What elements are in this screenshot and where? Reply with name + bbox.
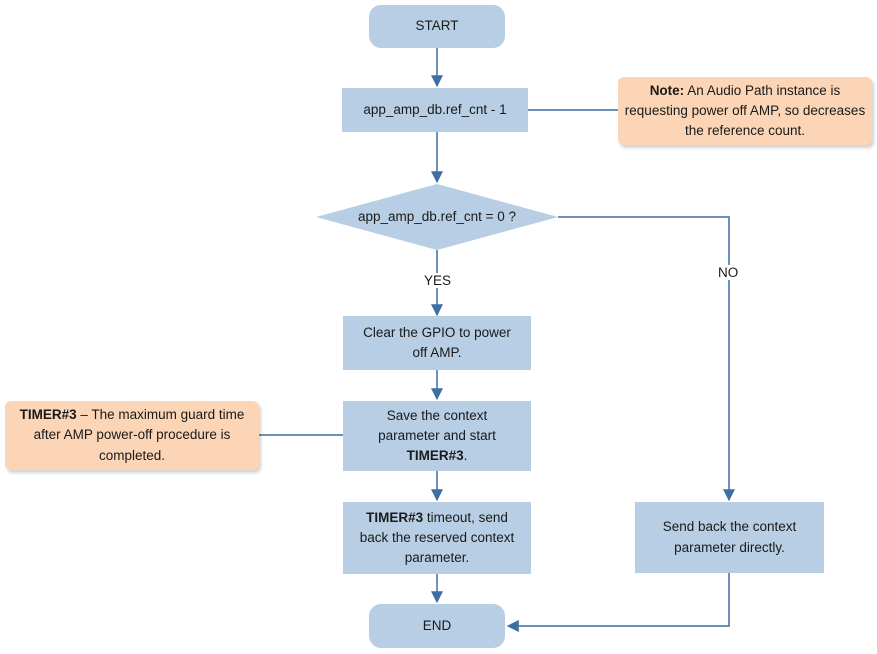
- note-reference-count-bold: Note:: [649, 82, 685, 98]
- note-reference-count-body: An Audio Path instance is requesting pow…: [624, 82, 866, 139]
- note-reference-count-text: Note: An Audio Path instance is requesti…: [624, 81, 866, 142]
- start-label: START: [415, 18, 459, 34]
- no-label: NO: [716, 265, 741, 280]
- save-context-body: Save the context parameter and start: [378, 407, 496, 443]
- yes-label: YES: [422, 273, 454, 288]
- decision-diamond: [316, 184, 558, 250]
- note-timer3-body: – The maximum guard time after AMP power…: [33, 407, 245, 463]
- edge-sendback-to-end: [506, 573, 730, 632]
- start-terminal: START: [369, 5, 505, 48]
- save-context-timer: TIMER#3: [406, 448, 464, 464]
- note-reference-count: Note: An Audio Path instance is requesti…: [618, 77, 872, 145]
- note-timer3-bold: TIMER#3: [19, 407, 77, 423]
- send-back-process: Send back the context parameter directly…: [635, 502, 824, 573]
- timeout-process: TIMER#3 timeout, send back the reserved …: [343, 502, 531, 574]
- edge-decision-no: [558, 216, 735, 502]
- note-timer3-text: TIMER#3 – The maximum guard time after A…: [11, 405, 253, 466]
- clear-gpio-label: Clear the GPIO to power off AMP.: [363, 324, 511, 360]
- timeout-body: timeout, send back the reserved context …: [359, 509, 515, 566]
- clear-gpio-process: Clear the GPIO to power off AMP.: [343, 316, 531, 370]
- send-back-label: Send back the context parameter directly…: [662, 519, 797, 555]
- decrement-process: app_amp_db.ref_cnt - 1: [342, 88, 528, 132]
- end-terminal: END: [369, 604, 505, 648]
- decision-node: app_amp_db.ref_cnt = 0 ?: [316, 184, 558, 250]
- timeout-text: TIMER#3 timeout, send back the reserved …: [351, 508, 523, 569]
- decrement-label: app_amp_db.ref_cnt - 1: [363, 101, 507, 117]
- save-context-suffix: .: [463, 448, 468, 464]
- end-label: END: [422, 617, 452, 633]
- decision-label: app_amp_db.ref_cnt = 0 ?: [358, 208, 516, 224]
- timeout-timer: TIMER#3: [366, 509, 424, 525]
- note-timer3: TIMER#3 – The maximum guard time after A…: [5, 401, 259, 470]
